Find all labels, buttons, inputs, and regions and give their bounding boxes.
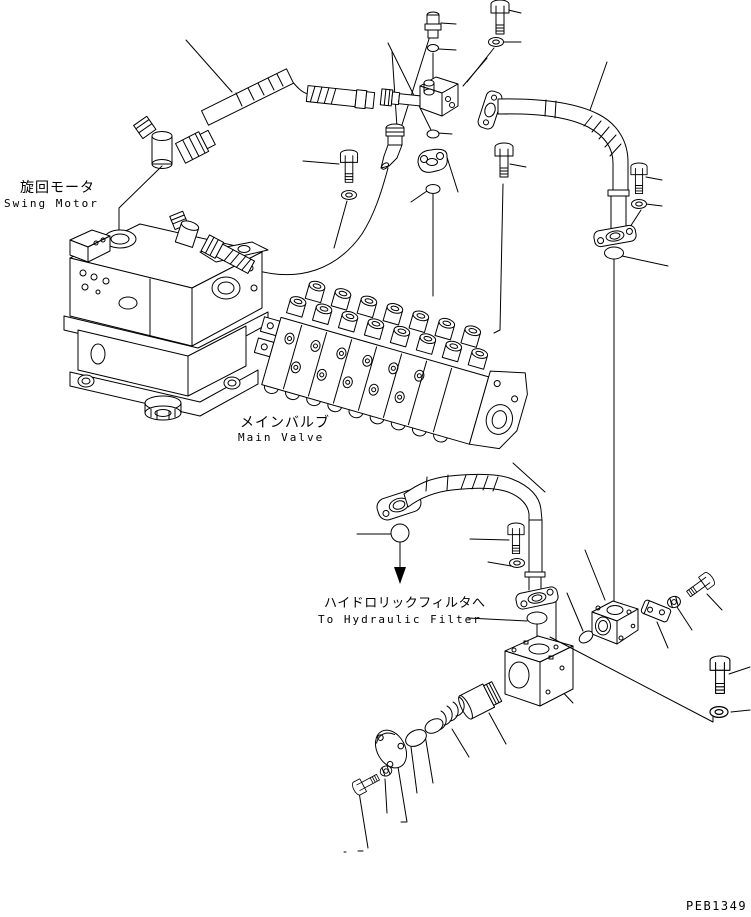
swing-motor-port-line <box>118 165 163 234</box>
upper-hose <box>175 68 294 164</box>
connector-block <box>419 76 459 117</box>
swing-motor-label-jp: 旋回モータ <box>20 180 95 196</box>
leader-lines <box>185 8 751 849</box>
plug <box>458 681 503 720</box>
filter-manifold-block <box>591 600 639 645</box>
hose-fitting-mid <box>305 85 376 110</box>
washer-top <box>488 37 504 47</box>
straight-fitting <box>379 88 426 107</box>
flange-plate-top <box>417 148 448 173</box>
filter-housing-block <box>504 635 574 707</box>
lower-return-tube <box>376 473 559 610</box>
o-ring-upper-mid <box>426 129 440 139</box>
down-arrow-icon <box>394 541 406 584</box>
washer-mid <box>341 190 357 200</box>
main-valve-label-en: Main Valve <box>238 431 324 444</box>
bolt-upper-right <box>494 142 514 178</box>
bolt-right-2 <box>630 162 648 195</box>
bolt-angled <box>683 570 717 601</box>
o-ring-top <box>427 44 439 52</box>
bolt-top <box>490 0 510 35</box>
cover-plate <box>374 729 408 769</box>
drawing-number: PEB1349 <box>686 899 747 913</box>
bolt-mid-2 <box>507 522 525 555</box>
long-diagonal-leader <box>549 636 714 723</box>
o-ring-mid <box>425 184 441 194</box>
swing-motor-elbow <box>169 210 200 248</box>
washer-right-2 <box>631 199 647 209</box>
main-valve <box>253 280 528 450</box>
swing-motor-hose <box>200 234 255 274</box>
o-ring-filter-1 <box>424 718 444 734</box>
to-filter-label-jp: ハイドロリックフィルタへ <box>324 596 485 611</box>
upper-elbow-fitting <box>133 115 173 169</box>
nut-small <box>665 594 683 610</box>
bolt-cover <box>350 770 382 797</box>
tick-marks <box>343 821 407 853</box>
o-ring-filter-2 <box>405 729 427 747</box>
swing-motor-label-en: Swing Motor <box>4 197 99 210</box>
orifice-fitting-top <box>424 11 442 39</box>
washer-mid-2 <box>509 558 525 568</box>
bolt-vertical-right <box>709 655 731 694</box>
to-filter-label-en: To Hydraulic Filter <box>318 613 482 626</box>
main-valve-label-jp: メインバルブ <box>240 414 330 431</box>
o-ring-mid-bottom <box>526 611 548 625</box>
clamp-bracket <box>640 599 672 623</box>
o-ring-block <box>578 630 594 644</box>
bolt-mid <box>339 149 359 183</box>
upper-return-tube <box>477 90 637 248</box>
flange-right-bottom <box>593 224 637 248</box>
elbow-fitting-mid <box>380 123 405 170</box>
o-ring-arrow <box>390 523 410 543</box>
washer-right-bottom <box>709 705 729 719</box>
flange-right-top <box>477 90 503 130</box>
o-ring-right <box>604 246 624 260</box>
flange-mid-bottom <box>515 586 559 610</box>
